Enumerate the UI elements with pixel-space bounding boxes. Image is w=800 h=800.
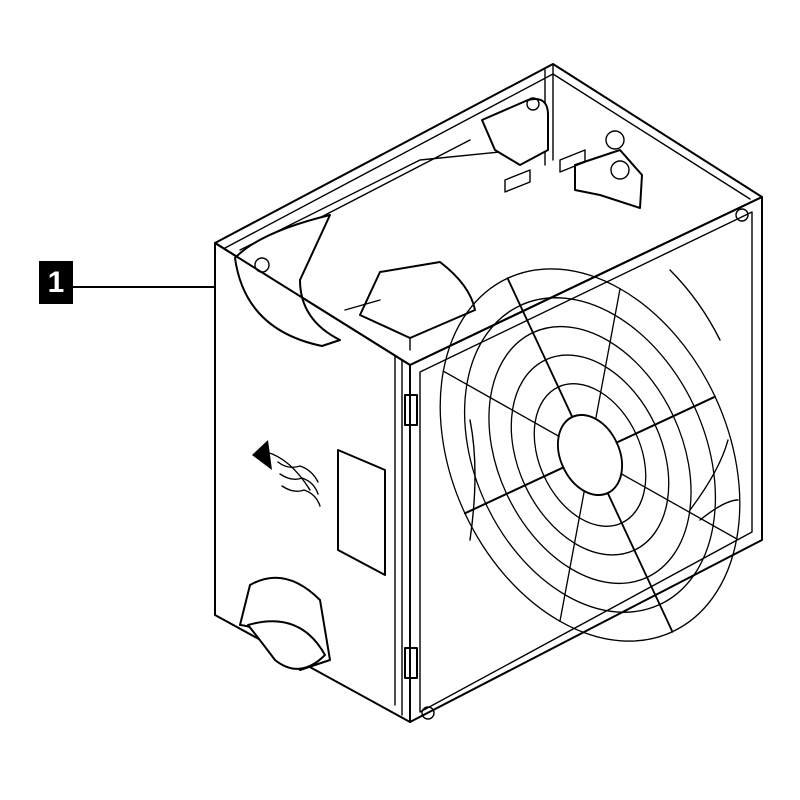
- airflow-arrow-icon: [252, 440, 321, 507]
- fan-top-face: [214, 63, 763, 366]
- fan-grille: [439, 268, 741, 642]
- side-label-panel: [337, 449, 386, 576]
- callout-badge-1: 1: [39, 261, 73, 304]
- fan-front-face: [409, 196, 763, 723]
- fan-side-face: [214, 242, 418, 723]
